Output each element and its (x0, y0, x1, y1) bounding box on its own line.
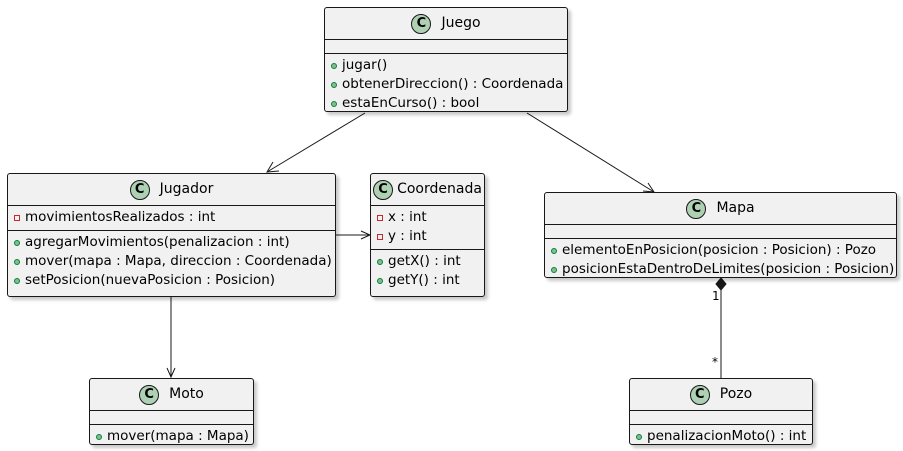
class-mapa-methods: elementoEnPosicion(posicion : Posicion) … (545, 239, 896, 282)
class-juego-attributes (325, 40, 567, 54)
class-jugador-attributes: movimientosRealizados : int (8, 206, 335, 231)
public-visibility-icon (96, 433, 102, 440)
public-visibility-icon (14, 277, 20, 284)
class-moto-attributes (90, 411, 253, 425)
public-visibility-icon (14, 258, 20, 265)
method-row: mover(mapa : Mapa, direccion : Coordenad… (8, 252, 335, 271)
attribute-row: y : int (371, 227, 484, 246)
class-mapa-attributes (545, 225, 896, 239)
class-badge-icon: C (686, 198, 707, 219)
class-badge-icon: C (373, 179, 394, 200)
method-row: posicionEstaDentroDeLimites(posicion : P… (545, 260, 896, 279)
class-moto[interactable]: C Moto mover(mapa : Mapa) (89, 378, 254, 445)
class-badge-icon: C (689, 384, 710, 405)
public-visibility-icon (331, 100, 337, 107)
class-badge-icon: C (411, 13, 432, 34)
class-moto-methods: mover(mapa : Mapa) (90, 425, 253, 449)
method-row: setPosicion(nuevaPosicion : Posicion) (8, 271, 335, 290)
class-moto-header: C Moto (90, 379, 253, 411)
public-visibility-icon (551, 266, 557, 273)
class-pozo[interactable]: C Pozo penalizacionMoto() : int (629, 378, 813, 445)
edge-juego-mapa (526, 112, 655, 193)
class-coordenada-name: Coordenada (397, 181, 482, 197)
method-row: jugar() (325, 56, 567, 75)
private-visibility-icon (377, 214, 383, 221)
class-jugador-header: C Jugador (8, 174, 335, 206)
public-visibility-icon (377, 277, 383, 284)
method-row: elementoEnPosicion(posicion : Posicion) … (545, 241, 896, 260)
method-row: mover(mapa : Mapa) (90, 427, 253, 446)
public-visibility-icon (551, 247, 557, 254)
class-coordenada-header: C Coordenada (371, 174, 484, 206)
class-jugador-name: Jugador (159, 181, 214, 197)
class-juego-name: Juego (441, 15, 481, 31)
attribute-row: x : int (371, 208, 484, 227)
class-pozo-attributes (630, 411, 812, 425)
class-mapa[interactable]: C Mapa elementoEnPosicion(posicion : Pos… (544, 192, 897, 278)
arrowhead-jugador (266, 161, 280, 173)
method-row: obtenerDireccion() : Coordenada (325, 75, 567, 94)
class-pozo-header: C Pozo (630, 379, 812, 411)
public-visibility-icon (331, 81, 337, 88)
multiplicity-pozo: * (712, 355, 718, 369)
method-row: getY() : int (371, 271, 484, 290)
multiplicity-mapa: 1 (712, 289, 720, 303)
class-coordenada[interactable]: C Coordenada x : int y : int getX() : in… (370, 173, 485, 297)
class-jugador-methods: agregarMovimientos(penalizacion : int) m… (8, 231, 335, 293)
class-juego-methods: jugar() obtenerDireccion() : Coordenada … (325, 54, 567, 116)
method-row: agregarMovimientos(penalizacion : int) (8, 233, 335, 252)
public-visibility-icon (636, 433, 642, 440)
class-coordenada-methods: getX() : int getY() : int (371, 250, 484, 293)
class-pozo-name: Pozo (719, 386, 753, 402)
class-moto-name: Moto (169, 386, 204, 402)
public-visibility-icon (14, 239, 20, 246)
private-visibility-icon (377, 233, 383, 240)
attribute-row: movimientosRealizados : int (8, 208, 335, 227)
method-row: getX() : int (371, 252, 484, 271)
method-row: estaEnCurso() : bool (325, 94, 567, 113)
class-juego[interactable]: C Juego jugar() obtenerDireccion() : Coo… (324, 7, 568, 112)
class-juego-header: C Juego (325, 8, 567, 40)
public-visibility-icon (331, 62, 337, 69)
class-badge-icon: C (129, 179, 150, 200)
public-visibility-icon (377, 258, 383, 265)
arrowhead-moto (166, 367, 176, 379)
class-mapa-header: C Mapa (545, 193, 896, 225)
edge-juego-jugador (266, 112, 366, 173)
method-row: penalizacionMoto() : int (630, 427, 812, 446)
class-jugador[interactable]: C Jugador movimientosRealizados : int ag… (7, 173, 336, 297)
composition-diamond (715, 277, 727, 291)
class-coordenada-attributes: x : int y : int (371, 206, 484, 250)
class-pozo-methods: penalizacionMoto() : int (630, 425, 812, 449)
class-badge-icon: C (139, 384, 160, 405)
private-visibility-icon (14, 214, 20, 221)
class-mapa-name: Mapa (716, 200, 755, 216)
